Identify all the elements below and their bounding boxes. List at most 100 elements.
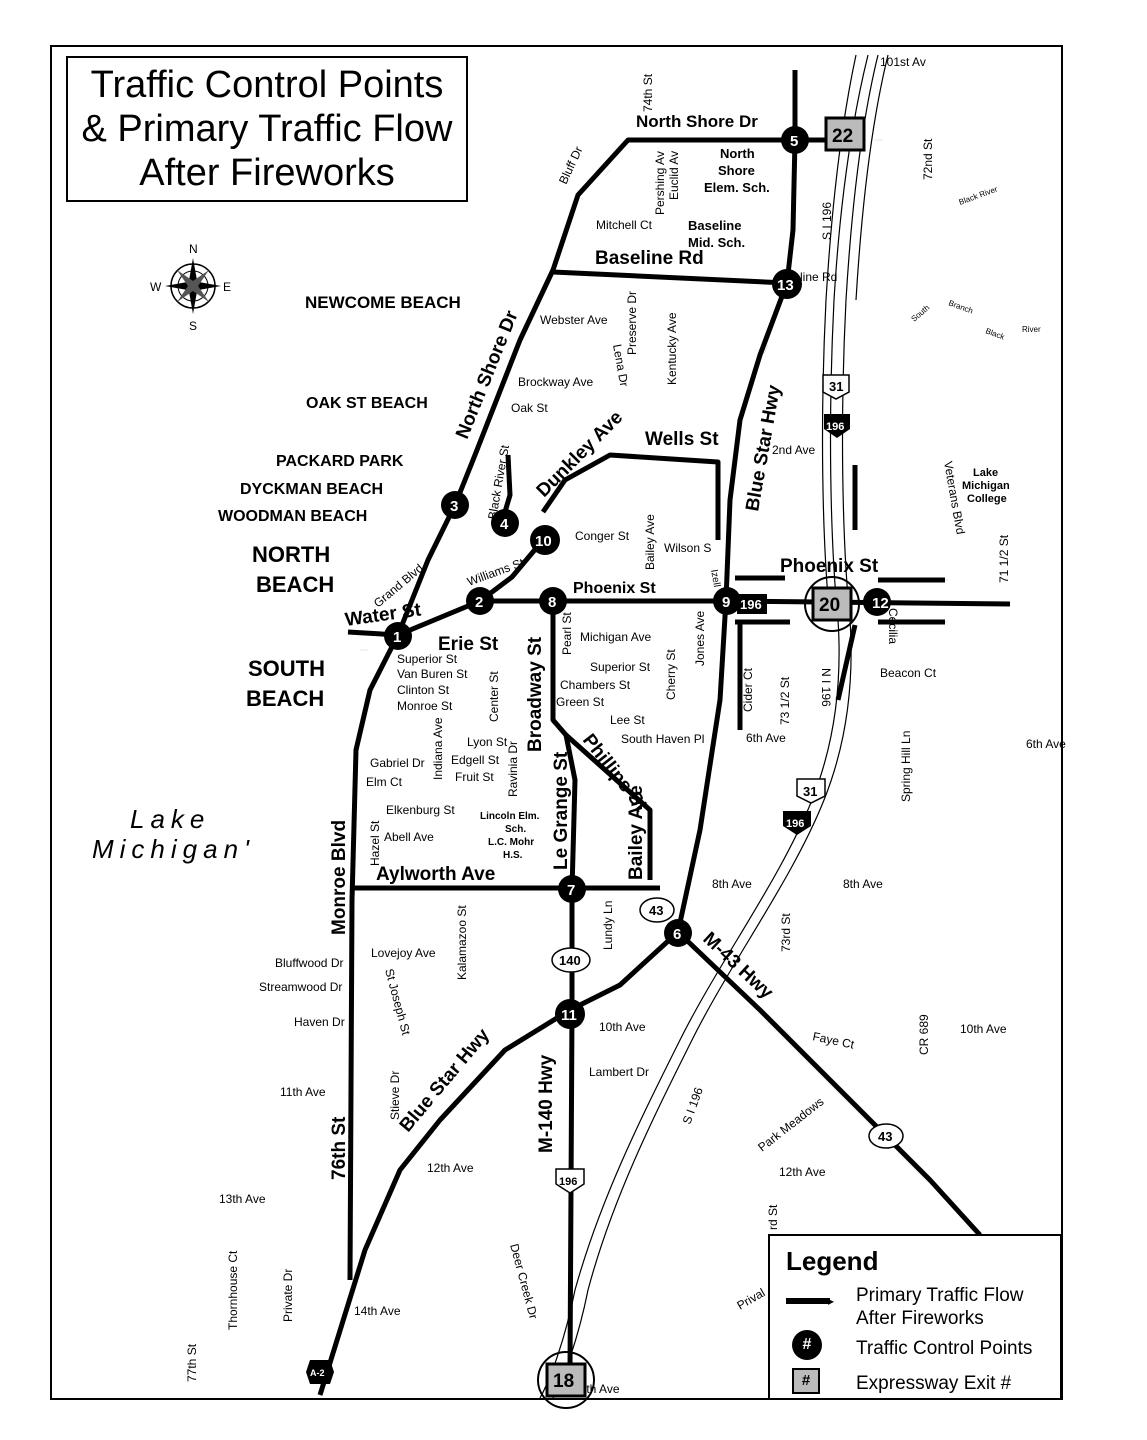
- school-lincoln-1: Lincoln Elm.: [480, 811, 540, 822]
- route-shields: 31 196 196 31 196 43 140 43: [306, 374, 904, 1384]
- legend: Legend ▸ Primary Traffic Flow After Fire…: [768, 1234, 1062, 1400]
- svg-text:22: 22: [832, 126, 853, 147]
- svg-text:2: 2: [475, 594, 483, 611]
- street-faye: Faye Ct: [811, 1029, 856, 1052]
- tcp-3: 3: [441, 491, 469, 519]
- street-71-half: 71 1/2 St: [997, 534, 1011, 583]
- street-wilson: Wilson S: [664, 541, 711, 555]
- street-izell: Izell: [708, 569, 722, 588]
- flow-water-phoenix: [347, 598, 1011, 638]
- street-cecilia: Cecilia: [886, 608, 900, 644]
- exit-20: 20: [804, 576, 860, 632]
- flow-m43: [676, 930, 982, 1237]
- packard-park: PACKARD PARK: [276, 453, 404, 470]
- m43-shield-a: 43: [639, 897, 675, 923]
- tcp-7: 7: [558, 875, 586, 903]
- oak-st-beach: OAK ST BEACH: [306, 395, 428, 412]
- street-74th: 74th St: [641, 73, 655, 112]
- street-hazel: Hazel St: [368, 820, 382, 866]
- legend-tcp-icon: #: [792, 1330, 822, 1360]
- svg-text:9: 9: [722, 594, 730, 611]
- street-12th: 12th Ave: [427, 1161, 474, 1175]
- svg-text:10: 10: [535, 533, 552, 550]
- label-phoenix-st: Phoenix St: [573, 580, 656, 597]
- street-beacon: Beacon Ct: [880, 666, 937, 680]
- flow-arrows: [349, 139, 1009, 1279]
- river-black-1: Black River: [958, 184, 999, 206]
- tcp-10: 10: [530, 525, 560, 555]
- school-lincoln-3: L.C. Mohr: [488, 837, 534, 848]
- street-fruit: Fruit St: [455, 770, 494, 784]
- street-lambert: Lambert Dr: [589, 1065, 649, 1079]
- legend-flow-label-2: After Fireworks: [856, 1308, 984, 1329]
- south-beach-1: SOUTH: [248, 656, 325, 681]
- map-title: Traffic Control Points & Primary Traffic…: [66, 56, 468, 202]
- tcp-4: 4: [491, 509, 519, 537]
- street-stieve: Stieve Dr: [388, 1071, 402, 1120]
- title-line-1: Traffic Control Points: [90, 64, 444, 106]
- legend-tcp-label: Traffic Control Points: [856, 1338, 1033, 1359]
- legend-flow-arrow-icon: ▸: [828, 1294, 835, 1308]
- svg-text:8: 8: [548, 594, 556, 611]
- street-elkenburg: Elkenburg St: [386, 803, 455, 817]
- flow-monroe: [347, 633, 401, 1281]
- street-private-2: Prival: [735, 1285, 768, 1312]
- traffic-control-points: 1 2 3 4 5 6 7 8 9 10 11 12 13: [384, 126, 891, 1029]
- street-bluffwood: Bluffwood Dr: [275, 956, 343, 970]
- school-lincoln-2: Sch.: [505, 824, 526, 835]
- newcome-beach: NEWCOME BEACH: [305, 293, 461, 312]
- svg-text:18: 18: [553, 1371, 574, 1392]
- us31-shield-n: 31: [822, 374, 850, 400]
- tcp-6: 6: [664, 919, 692, 947]
- flow-baseline: [552, 269, 788, 286]
- label-phoenix-st-e: Phoenix St: [780, 556, 879, 577]
- street-monroe-st: Monroe St: [397, 699, 453, 713]
- flow-cider: [735, 619, 790, 730]
- label-broadway-st: Broadway St: [525, 636, 546, 752]
- expressway-exits: 22 20 18: [537, 116, 866, 1409]
- label-m140-hwy: M-140 Hwy: [536, 1054, 557, 1153]
- street-10th-e: 10th Ave: [960, 1022, 1007, 1036]
- flow-broadway: [550, 601, 578, 1371]
- street-van-buren: Van Buren St: [397, 667, 468, 681]
- street-line-rd: line Rd: [800, 270, 837, 284]
- street-kentucky: Kentucky Ave: [665, 312, 679, 385]
- tcp-12: 12: [863, 588, 891, 616]
- dyckman-beach: DYCKMAN BEACH: [240, 481, 383, 498]
- street-st-joseph: St Joseph St: [382, 967, 413, 1037]
- college-2: Michigan: [962, 480, 1010, 492]
- label-le-grange-st: Le Grange St: [551, 751, 572, 870]
- river-river: River: [1022, 325, 1041, 334]
- svg-text:140: 140: [559, 953, 581, 968]
- label-aylworth-ave: Aylworth Ave: [376, 864, 495, 885]
- street-haven: Haven Dr: [294, 1015, 345, 1029]
- south-beach-2: BEACH: [246, 686, 324, 711]
- street-ravinia: Ravinia Dr: [506, 741, 520, 797]
- street-2nd: 2nd Ave: [772, 443, 815, 457]
- street-spring-hill: Spring Hill Ln: [899, 731, 913, 802]
- svg-text:3: 3: [450, 498, 458, 515]
- street-green: Green St: [556, 695, 605, 709]
- svg-text:196: 196: [826, 421, 844, 433]
- street-8th-e: 8th Ave: [843, 877, 883, 891]
- flow-phillips: [564, 733, 653, 880]
- school-nshore-2: Shore: [718, 163, 755, 178]
- school-nshore-1: North: [720, 146, 755, 161]
- street-n196: N I 196: [819, 668, 833, 707]
- street-bailey-n: Bailey Ave: [643, 514, 657, 570]
- svg-text:1: 1: [393, 629, 401, 646]
- street-72nd: 72nd St: [921, 138, 935, 180]
- legend-exit-icon: #: [792, 1368, 820, 1394]
- flow-exit20-s: [835, 624, 858, 701]
- school-baseline-2: Mid. Sch.: [688, 235, 745, 250]
- tcp-2: 2: [466, 587, 494, 615]
- svg-text:4: 4: [500, 516, 509, 533]
- river-black-2: Black: [984, 326, 1006, 341]
- m140-shield: 140: [551, 947, 591, 973]
- street-lee: Lee St: [610, 713, 645, 727]
- street-south-haven-pl: South Haven Pl: [621, 732, 704, 746]
- svg-text:6: 6: [673, 926, 681, 943]
- street-14th: 14th Ave: [354, 1304, 401, 1318]
- svg-text:31: 31: [803, 784, 817, 799]
